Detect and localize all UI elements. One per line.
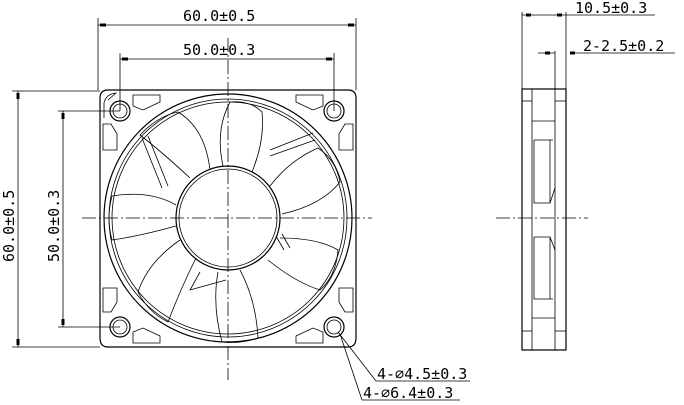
dim-height-holes: 50.0±0.3 <box>45 190 63 262</box>
dim-height-outer: 60.0±0.5 <box>0 190 18 262</box>
hole-callout-outer: 4-⌀6.4±0.3 <box>363 384 453 402</box>
dim-flange: 2-2.5±0.2 <box>583 37 664 55</box>
side-dimensions: 10.5±0.3 2-2.5±0.2 <box>521 0 675 89</box>
front-view <box>82 38 372 380</box>
hole-callout-inner: 4-⌀4.5±0.3 <box>377 365 467 383</box>
fan-blades <box>108 101 341 343</box>
dim-width-holes: 50.0±0.3 <box>183 41 255 59</box>
struts <box>141 132 316 291</box>
front-dimensions: 60.0±0.5 50.0±0.3 60.0±0.5 50.0±0.3 4-⌀4… <box>0 7 470 402</box>
frame-outline <box>99 89 357 348</box>
dim-thickness: 10.5±0.3 <box>575 0 647 17</box>
dim-width-outer: 60.0±0.5 <box>183 7 255 25</box>
side-view <box>496 51 588 351</box>
